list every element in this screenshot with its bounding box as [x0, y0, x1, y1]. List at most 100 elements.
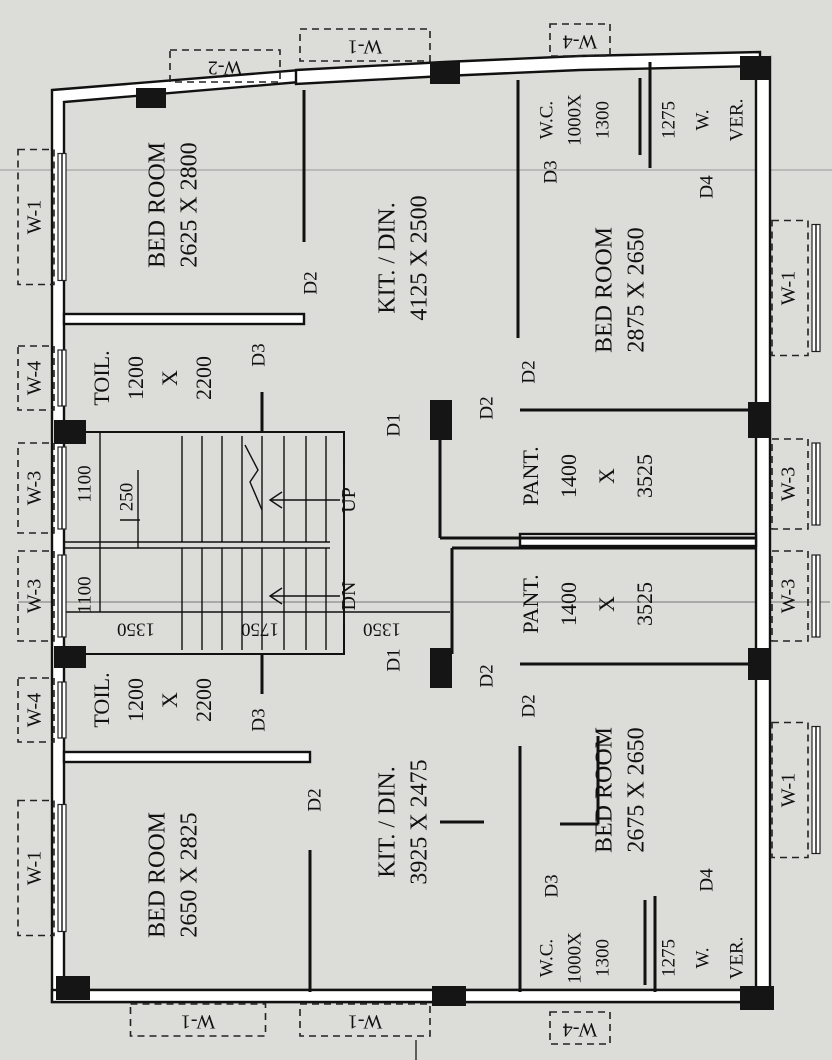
column	[430, 400, 452, 440]
small-room-line: W.	[692, 948, 713, 969]
window-label: W-1	[181, 1010, 215, 1032]
staircase	[63, 431, 450, 655]
door-tag: D2	[476, 664, 497, 687]
window-label: W-3	[778, 467, 800, 501]
small-room-line: X	[157, 370, 182, 386]
door-tag: D3	[248, 708, 269, 731]
window-label: W-4	[563, 30, 597, 52]
small-room-line: PANT.	[518, 446, 543, 505]
dimension-label: 1100	[74, 576, 95, 613]
room-size: 4125 X 2500	[407, 195, 433, 320]
window-w-1: W-1	[299, 1003, 431, 1037]
small-room-line: 1300	[592, 939, 613, 977]
small-room-line: 1275	[658, 101, 679, 139]
small-room-line: 1000X	[564, 94, 585, 146]
door-tag: D1	[383, 648, 404, 671]
small-room-line: 1400	[556, 582, 581, 626]
room-name: BED ROOM	[592, 227, 618, 353]
door-tag: D3	[541, 874, 562, 897]
column	[432, 986, 466, 1006]
small-room-line: VER.	[726, 99, 747, 142]
door-tag: D2	[518, 694, 539, 717]
room-name: BED ROOM	[592, 727, 618, 853]
room-name: KIT. / DIN.	[375, 202, 401, 314]
window-w-1: W-1	[129, 1003, 267, 1037]
dimension-label: 1750	[241, 619, 279, 640]
small-room-line: X	[594, 596, 619, 612]
room-size: 2650 X 2825	[177, 812, 203, 937]
window-label: W-4	[24, 361, 46, 395]
door-tag: D1	[383, 413, 404, 436]
small-room-line: VER.	[726, 937, 747, 980]
door-tag: D3	[540, 160, 561, 183]
small-room-line: TOIL.	[89, 350, 114, 405]
window-label: W-3	[24, 579, 46, 613]
door-tag: D3	[248, 343, 269, 366]
window-w-3: W-3	[771, 550, 821, 642]
small-room-line: W.C.	[536, 939, 557, 977]
dimension-label: 1100	[74, 465, 95, 502]
window-w-3: W-3	[17, 442, 67, 534]
window-label: W-4	[24, 693, 46, 727]
small-room-line: W.C.	[536, 101, 557, 139]
small-room-line: PANT.	[518, 574, 543, 633]
door-tag: D4	[696, 868, 717, 892]
window-label: W-1	[348, 35, 382, 57]
window-w-4: W-4	[549, 23, 611, 57]
window-w-4: W-4	[549, 1011, 611, 1045]
window-w-1: W-1	[17, 799, 67, 937]
column	[136, 88, 166, 108]
room-name: KIT. / DIN.	[375, 766, 401, 878]
window-label: W-1	[24, 200, 46, 234]
room-size: 2675 X 2650	[624, 727, 650, 852]
window-w-1: W-1	[17, 148, 67, 286]
column	[748, 648, 770, 680]
window-w-3: W-3	[771, 438, 821, 530]
window-label: W-3	[24, 471, 46, 505]
window-label: W-2	[208, 56, 242, 78]
dimension-label: 1350	[117, 619, 155, 640]
room-name: BED ROOM	[145, 812, 171, 938]
small-room-line: 2200	[191, 678, 216, 722]
column	[740, 986, 774, 1010]
column	[748, 402, 770, 438]
small-room-line: 1400	[556, 454, 581, 498]
partitions	[260, 62, 756, 992]
window-w-1: W-1	[771, 721, 821, 859]
small-room-line: 1200	[123, 678, 148, 722]
window-label: W-1	[778, 773, 800, 807]
column	[56, 976, 90, 1000]
door-tag: D2	[304, 788, 325, 811]
room-size: 2625 X 2800	[177, 142, 203, 267]
window-label: W-1	[24, 851, 46, 885]
column	[430, 648, 452, 688]
columns	[54, 56, 774, 1010]
dimension-label: 250	[116, 483, 137, 512]
small-room-line: X	[157, 692, 182, 708]
window-label: W-1	[778, 271, 800, 305]
stair-treads	[181, 436, 327, 650]
column	[54, 420, 86, 444]
small-room-line: 2200	[191, 356, 216, 400]
window-w-1: W-1	[299, 28, 431, 62]
stair-down-label: DN	[338, 582, 360, 611]
window-w-3: W-3	[17, 550, 67, 642]
small-room-line: 3525	[632, 454, 657, 498]
door-tag: D2	[476, 396, 497, 419]
